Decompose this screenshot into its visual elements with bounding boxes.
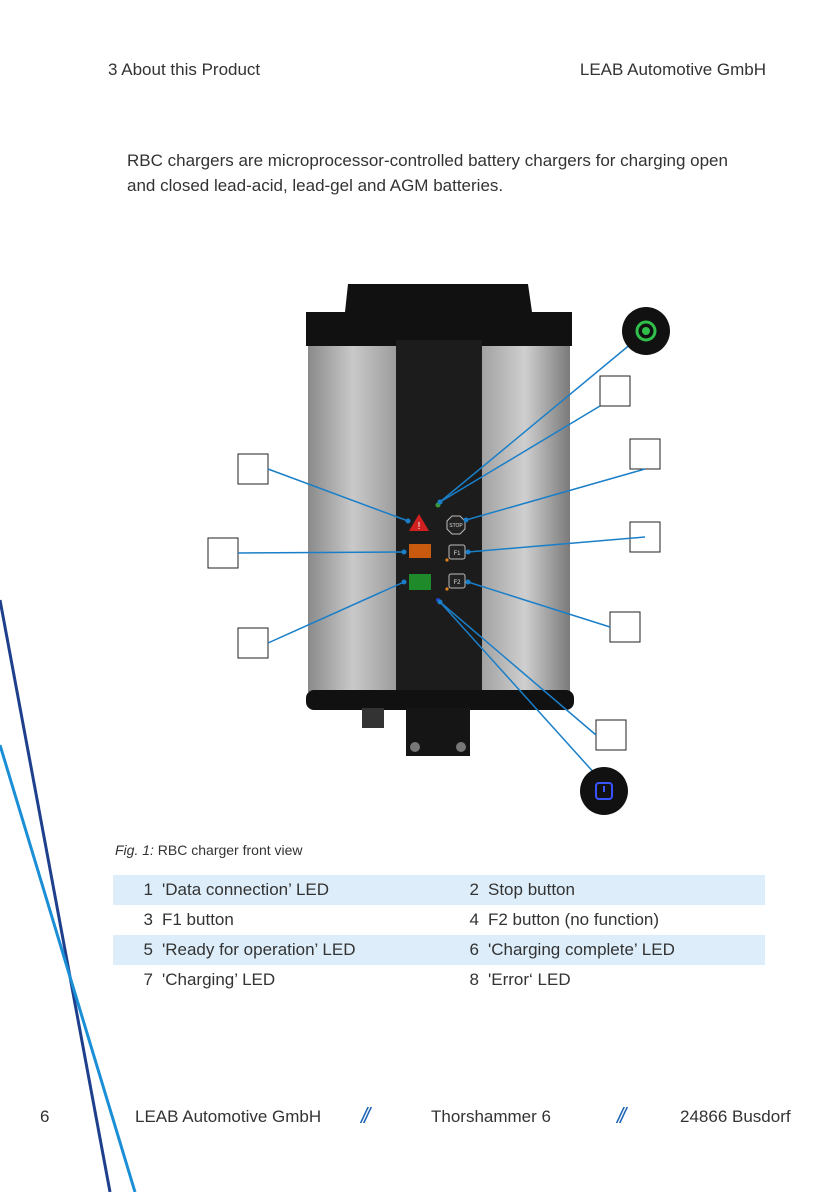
header-company: LEAB Automotive GmbH (579, 60, 766, 79)
callout-boxes (207, 375, 661, 751)
legend-label: 'Ready for operation’ LED (162, 940, 356, 959)
legend-label: F1 button (162, 910, 234, 929)
caption-text: RBC charger front view (157, 842, 303, 858)
legend-row: 3 F1 button 4 F2 button (no function) (113, 905, 765, 935)
legend-table: 1 'Data connection’ LED 2 Stop button 3 F1 … (113, 875, 765, 995)
footer-city: 24866 Busdorf (680, 1107, 791, 1126)
callout-lines (237, 342, 646, 776)
footer-separator: // (361, 1103, 370, 1128)
legend-label: 'Charging complete’ LED (488, 940, 675, 959)
stop-button-icon (446, 515, 466, 535)
legend-label: 'Error‘ LED (488, 970, 571, 989)
svg-text:F1: F1 (453, 551, 461, 557)
legend-item: 8 'Error‘ LED (439, 970, 765, 990)
legend-item: 2 Stop button (439, 880, 765, 900)
svg-text:!: ! (418, 521, 421, 532)
legend-item: 1 'Data connection’ LED (113, 880, 439, 900)
legend-item: 7 'Charging’ LED (113, 970, 439, 990)
legend-number: 4 (469, 910, 479, 929)
f1-button-icon (448, 544, 466, 560)
legend-item: 5 'Ready for operation’ LED (113, 940, 439, 960)
legend-number: 1 (143, 880, 153, 899)
intro-paragraph: RBC chargers are microprocessor-controll… (127, 151, 728, 195)
charger-bottom-cap (306, 690, 574, 710)
charging-complete-led-icon (409, 574, 431, 590)
charger-left-panel (308, 346, 398, 692)
legend-label: Stop button (488, 880, 575, 899)
legend-number: 7 (143, 970, 153, 989)
legend-number: 6 (469, 940, 479, 959)
charger-front-panel (396, 340, 482, 696)
footer-page-number: 6 (40, 1107, 50, 1126)
legend-item: 6 'Charging complete’ LED (439, 940, 765, 960)
f2-button-icon (448, 573, 466, 589)
error-led-icon (409, 514, 429, 531)
charging-led-icon (409, 544, 431, 558)
legend-row: 1 'Data connection’ LED 2 Stop button (113, 875, 765, 905)
caption-label: Fig. 1: (115, 842, 154, 858)
charger-right-panel (480, 346, 570, 692)
svg-text:F2: F2 (453, 580, 461, 586)
footer-separator: // (617, 1103, 626, 1128)
legend-number: 2 (469, 880, 479, 899)
figure-caption: Fig. 1: RBC charger front view (115, 842, 303, 858)
legend-item: 4 F2 button (no function) (439, 910, 765, 930)
charger-mount (406, 708, 470, 756)
legend-number: 3 (143, 910, 153, 929)
legend-number: 8 (469, 970, 479, 989)
footer-company: LEAB Automotive GmbH (135, 1107, 322, 1126)
footer-street: Thorshammer 6 (431, 1107, 551, 1126)
svg-text:STOP: STOP (449, 523, 463, 529)
legend-label: F2 button (no function) (488, 910, 660, 929)
legend-label: 'Charging’ LED (162, 970, 276, 989)
header-section-title: 3 About this Product (108, 60, 261, 79)
charger-top-cap (306, 284, 572, 346)
legend-row: 7 'Charging’ LED 8 'Error‘ LED (113, 965, 765, 995)
legend-row: 5 'Ready for operation’ LED 6 'Charging co… (113, 935, 765, 965)
legend-item: 3 F1 button (113, 910, 439, 930)
legend-number: 5 (143, 940, 153, 959)
legend-label: 'Data connection’ LED (162, 880, 330, 899)
